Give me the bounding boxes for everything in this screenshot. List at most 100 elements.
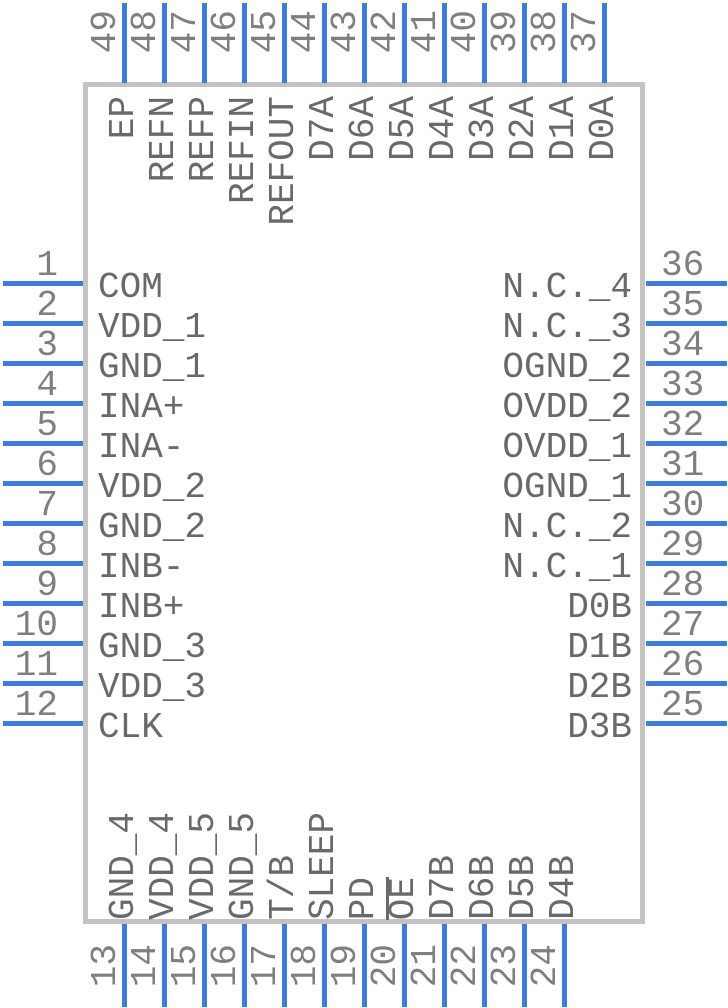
pin-name-42: D5A [383, 96, 424, 161]
pin-name-41: D4A [423, 96, 464, 161]
pin-number-5: 5 [36, 405, 58, 446]
pin-stub-7 [3, 521, 83, 526]
pin-stub-32 [646, 441, 727, 446]
pin-stub-13 [122, 924, 127, 1007]
pin-stub-4 [3, 401, 83, 406]
pin-number-45: 45 [245, 10, 286, 54]
pin-name-23: D5B [503, 855, 544, 920]
pin-number-44: 44 [285, 10, 326, 54]
pin-name-19: PD [343, 876, 384, 920]
pin-stub-29 [646, 561, 727, 566]
pin-name-18: SLEEP [303, 811, 344, 920]
pin-name-47: REFP [183, 96, 224, 183]
pin-number-36: 36 [661, 245, 705, 286]
pin-name-11: VDD_3 [98, 667, 207, 708]
pin-stub-39 [522, 3, 527, 83]
pin-stub-10 [3, 641, 83, 646]
pin-stub-17 [282, 924, 287, 1007]
pin-name-6: VDD_2 [98, 467, 207, 508]
pin-name-10: GND_3 [98, 627, 207, 668]
pin-stub-35 [646, 321, 727, 326]
pin-stub-44 [322, 3, 327, 83]
pin-name-20: OE [383, 876, 424, 920]
pin-stub-47 [202, 3, 207, 83]
pin-number-43: 43 [325, 10, 366, 54]
pin-number-3: 3 [36, 325, 58, 366]
pin-name-17: T/B [263, 855, 304, 920]
pin-name-49: EP [103, 96, 144, 140]
pin-stub-5 [3, 441, 83, 446]
pin-number-38: 38 [525, 10, 566, 54]
pin-name-13: GND_4 [103, 811, 144, 920]
pin-name-7: GND_2 [98, 507, 207, 548]
pin-stub-1 [3, 281, 83, 286]
pin-number-20: 20 [365, 944, 406, 988]
pin-number-32: 32 [661, 405, 705, 446]
pin-number-27: 27 [661, 605, 705, 646]
pin-number-11: 11 [14, 645, 58, 686]
pin-stub-18 [322, 924, 327, 1007]
pin-stub-45 [282, 3, 287, 83]
pin-number-6: 6 [36, 445, 58, 486]
pin-name-14: VDD_4 [143, 811, 184, 920]
pin-stub-38 [562, 3, 567, 83]
pin-number-39: 39 [485, 10, 526, 54]
pin-stub-3 [3, 361, 83, 366]
pin-stub-14 [162, 924, 167, 1007]
pin-number-37: 37 [565, 10, 606, 54]
pin-name-4: INA+ [98, 387, 185, 428]
pin-number-12: 12 [14, 685, 58, 726]
pin-stub-16 [242, 924, 247, 1007]
pin-name-33: OVDD_2 [502, 387, 632, 428]
pin-number-30: 30 [661, 485, 705, 526]
pin-number-8: 8 [36, 525, 58, 566]
pin-name-8: INB- [98, 547, 185, 588]
pin-name-12: CLK [98, 707, 163, 748]
pin-name-21: D7B [423, 855, 464, 920]
pin-stub-25 [646, 721, 727, 726]
pin-stub-27 [646, 641, 727, 646]
pin-stub-8 [3, 561, 83, 566]
pin-name-38: D1A [543, 96, 584, 161]
pin-name-26: D2B [567, 667, 632, 708]
pin-number-19: 19 [325, 944, 366, 988]
pin-stub-22 [482, 924, 487, 1007]
pin-stub-19 [362, 924, 367, 1007]
pin-name-22: D6B [463, 855, 504, 920]
pin-name-43: D6A [343, 96, 384, 161]
pin-name-5: INA- [98, 427, 185, 468]
pin-name-37: D0A [583, 96, 624, 161]
pin-name-27: D1B [567, 627, 632, 668]
pin-stub-2 [3, 321, 83, 326]
pin-name-28: D0B [567, 587, 632, 628]
pin-number-42: 42 [365, 10, 406, 54]
pin-number-46: 46 [205, 10, 246, 54]
pin-stub-9 [3, 601, 83, 606]
pin-stub-15 [202, 924, 207, 1007]
pin-number-24: 24 [525, 944, 566, 988]
pin-number-10: 10 [14, 605, 58, 646]
pin-number-14: 14 [125, 944, 166, 988]
pin-number-17: 17 [245, 944, 286, 988]
pin-name-24: D4B [543, 855, 584, 920]
pin-number-49: 49 [85, 10, 126, 54]
pin-name-3: GND_1 [98, 347, 207, 388]
pin-name-45: REFOUT [263, 96, 304, 226]
pin-stub-46 [242, 3, 247, 83]
pin-stub-37 [602, 3, 607, 83]
pin-number-28: 28 [661, 565, 705, 606]
pin-stub-26 [646, 681, 727, 686]
pin-name-16: GND_5 [223, 811, 264, 920]
pin-number-22: 22 [445, 944, 486, 988]
pin-name-39: D2A [503, 96, 544, 161]
pin-number-16: 16 [205, 944, 246, 988]
pin-stub-49 [122, 3, 127, 83]
pin-number-21: 21 [405, 944, 446, 988]
pin-name-31: OGND_1 [502, 467, 632, 508]
pin-number-26: 26 [661, 645, 705, 686]
pin-stub-11 [3, 681, 83, 686]
pin-stub-34 [646, 361, 727, 366]
pin-number-48: 48 [125, 10, 166, 54]
pin-name-36: N.C._4 [502, 267, 632, 308]
